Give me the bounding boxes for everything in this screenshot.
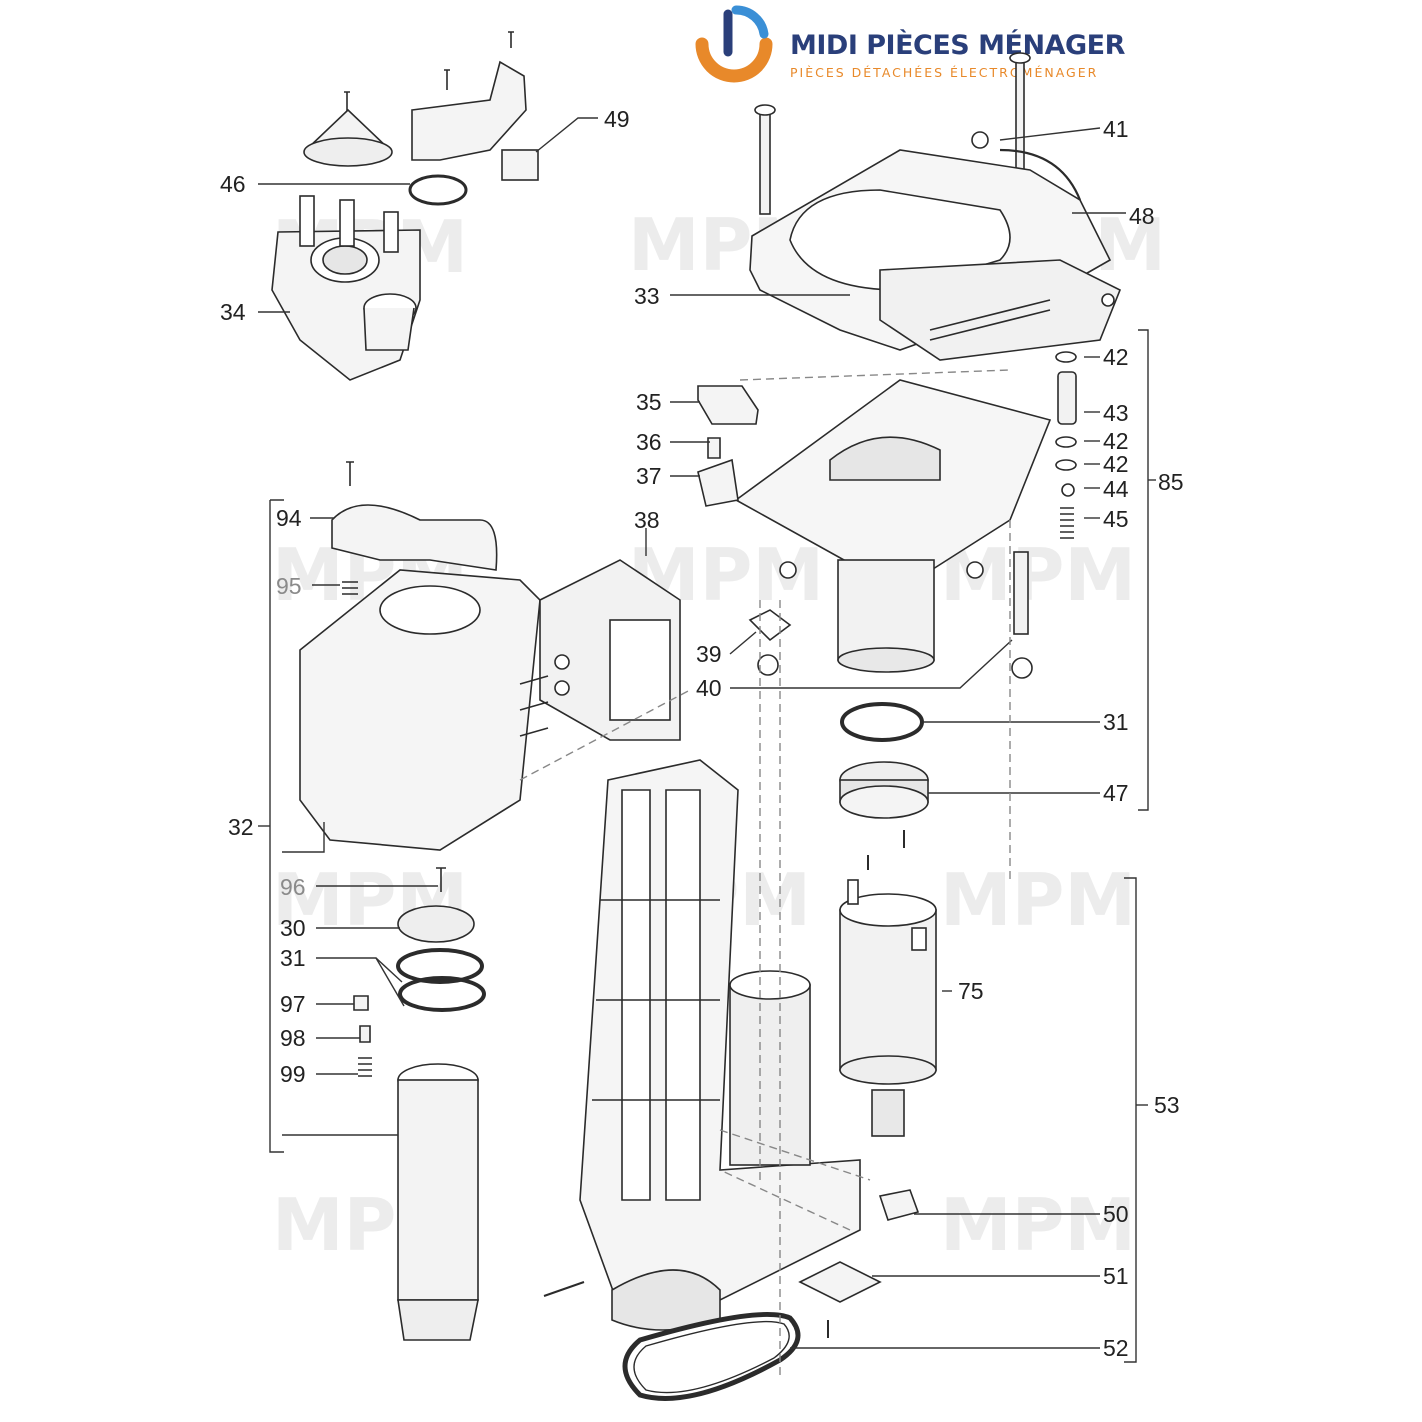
callouts: 41 48 49 46 34 33 42 43 42 42 44 45 85 3… [220, 106, 1184, 1361]
brand-name: MIDI PIÈCES MÉNAGER [790, 30, 1125, 61]
callout-32: 32 [228, 814, 254, 840]
callout-75: 75 [958, 978, 984, 1004]
callout-97: 97 [280, 991, 306, 1017]
callout-45: 45 [1103, 506, 1129, 532]
callout-36: 36 [636, 429, 662, 455]
watermark: MPM [940, 858, 1136, 942]
brew-group-body [299, 461, 681, 851]
filter-stack [353, 867, 486, 1341]
callout-37: 37 [636, 463, 662, 489]
leader-lines [258, 117, 1156, 1380]
callout-40: 40 [696, 675, 722, 701]
callout-53: 53 [1154, 1092, 1180, 1118]
callout-42: 42 [1103, 451, 1129, 477]
brand-logo-icon [695, 5, 773, 83]
valve-assembly [734, 351, 1077, 679]
upper-frame [749, 52, 1122, 361]
callout-44: 44 [1103, 476, 1129, 502]
callout-43: 43 [1103, 400, 1129, 426]
clip-parts [697, 385, 759, 507]
callout-95: 95 [276, 573, 302, 599]
brand-header: MIDI PIÈCES MÉNAGER PIÈCES DÉTACHÉES ÉLE… [684, 4, 1184, 94]
watermark: MPM [940, 1183, 1136, 1267]
callout-30: 30 [280, 915, 306, 941]
callout-31: 31 [280, 945, 306, 971]
callout-94: 94 [276, 505, 302, 531]
dosing-unit [271, 31, 539, 381]
callout-48: 48 [1129, 203, 1155, 229]
drive-column [543, 759, 920, 1401]
callout-52: 52 [1103, 1335, 1129, 1361]
callout-33: 33 [634, 283, 660, 309]
callout-35: 35 [636, 389, 662, 415]
callout-38: 38 [634, 507, 660, 533]
callout-46: 46 [220, 171, 246, 197]
callout-31: 31 [1103, 709, 1129, 735]
callout-98: 98 [280, 1025, 306, 1051]
callout-51: 51 [1103, 1263, 1129, 1289]
callout-49: 49 [604, 106, 630, 132]
callout-41: 41 [1103, 116, 1129, 142]
callout-47: 47 [1103, 780, 1129, 806]
callout-42: 42 [1103, 344, 1129, 370]
callout-39: 39 [696, 641, 722, 667]
callout-50: 50 [1103, 1201, 1129, 1227]
seal-and-filter [839, 702, 929, 870]
callout-85: 85 [1158, 469, 1184, 495]
callout-34: 34 [220, 299, 246, 325]
callout-42: 42 [1103, 428, 1129, 454]
motor [839, 879, 937, 1137]
callout-96: 96 [280, 874, 306, 900]
callout-99: 99 [280, 1061, 306, 1087]
